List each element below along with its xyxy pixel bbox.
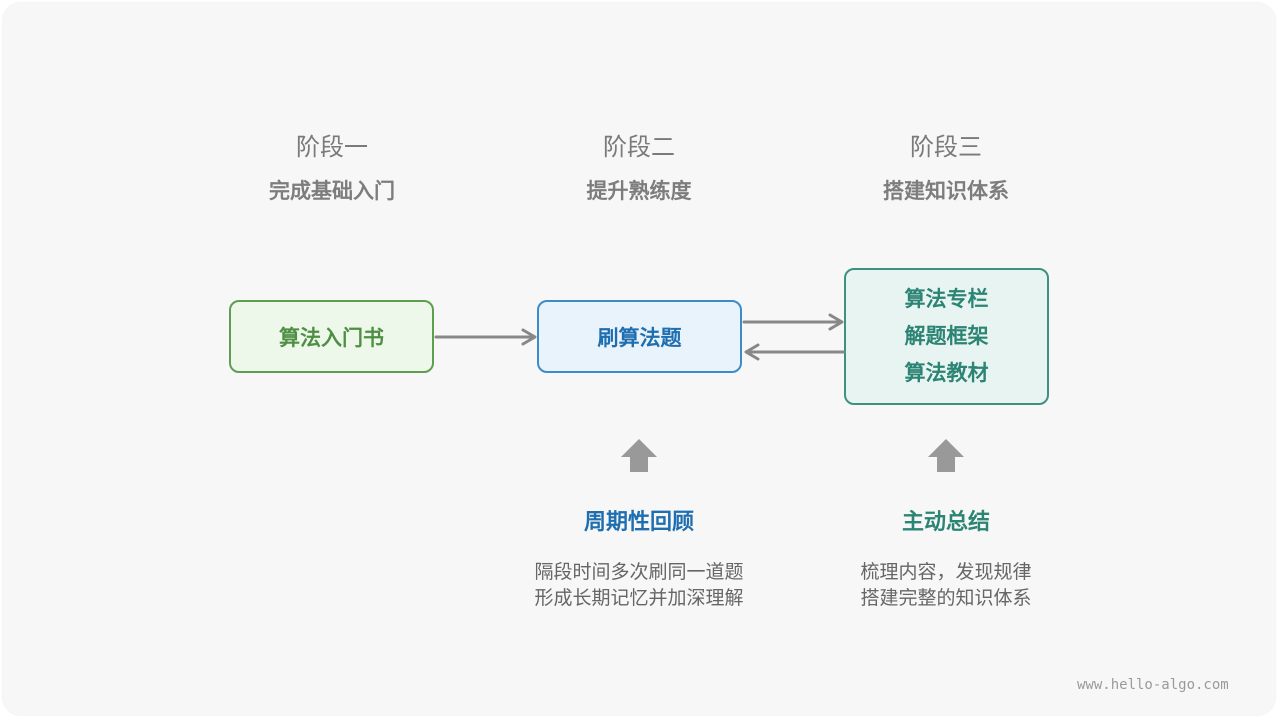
stage-2-title: 阶段二 [603,133,675,161]
intro-book-label: 算法入门书 [279,325,384,350]
method-summary-desc: 梳理内容，发现规律 搭建完整的知识体系 [806,559,1086,611]
stage-3-title: 阶段三 [910,133,982,161]
connector-arrows [434,313,964,472]
method-review-line: 形成长期记忆并加深理解 [534,587,744,609]
watermark: www.hello-algo.com [1077,677,1229,693]
up-arrow-review-icon [621,439,657,472]
resource-item-framework: 解题框架 [904,324,989,348]
intro-book-box: 算法入门书 [229,300,434,373]
resources-box: 算法专栏 解题框架 算法教材 [844,268,1049,405]
method-summary-line: 梳理内容，发现规律 [860,561,1032,583]
stage-1-title: 阶段一 [296,133,368,161]
method-summary-title: 主动总结 [901,510,990,535]
stage-3-goal: 搭建知识体系 [883,179,1009,203]
arrow-practice-to-resources [742,313,844,331]
arrow-intro-to-practice [434,328,537,346]
arrow-resources-to-practice [744,343,846,361]
method-review-desc: 隔段时间多次刷同一道题 形成长期记忆并加深理解 [499,559,779,611]
practice-label: 刷算法题 [597,325,682,350]
method-review-line: 隔段时间多次刷同一道题 [534,561,744,583]
resource-item-column: 算法专栏 [904,287,989,311]
stage-2-goal: 提升熟练度 [586,179,692,203]
stage-1-goal: 完成基础入门 [269,179,395,203]
resource-item-textbook: 算法教材 [904,361,989,385]
diagram-canvas: 阶段一 完成基础入门 阶段二 提升熟练度 阶段三 搭建知识体系 算法入门书 刷算… [3,3,1275,715]
practice-box: 刷算法题 [537,300,742,373]
method-summary-line: 搭建完整的知识体系 [860,587,1032,609]
up-arrow-summary-icon [928,439,964,472]
method-review-title: 周期性回顾 [583,510,694,535]
